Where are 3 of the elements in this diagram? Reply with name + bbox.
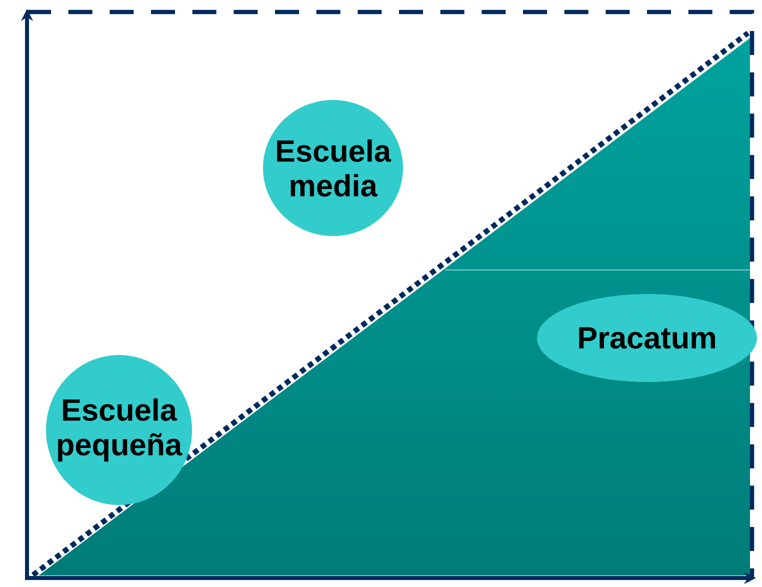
- label-bubble: Escuela pequeña: [46, 355, 192, 505]
- label-bubble: Escuela media: [263, 100, 403, 236]
- label-bubble: Pracatum: [537, 294, 758, 382]
